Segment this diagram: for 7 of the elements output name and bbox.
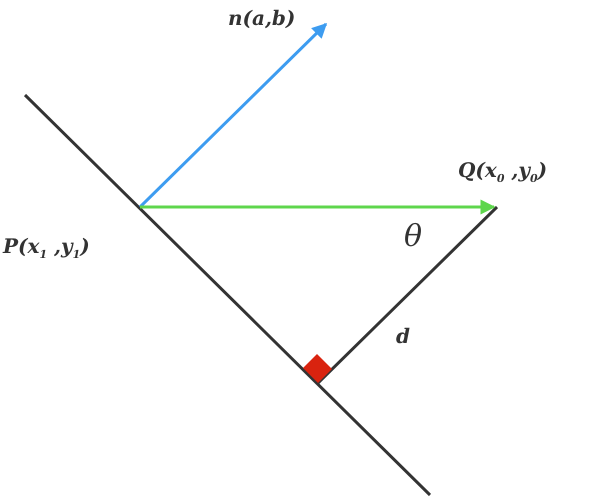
point-label: Q(x$_{0}$ ,y$_{0}$) xyxy=(458,160,548,184)
angle-label: θ xyxy=(404,222,422,252)
vector-arrow xyxy=(138,22,328,208)
length-label: d xyxy=(396,326,410,346)
point-label: n(a,b) xyxy=(228,8,296,28)
point-label: P(x$_{1}$ ,y$_{1}$) xyxy=(3,236,90,260)
vector-arrow xyxy=(140,200,496,214)
